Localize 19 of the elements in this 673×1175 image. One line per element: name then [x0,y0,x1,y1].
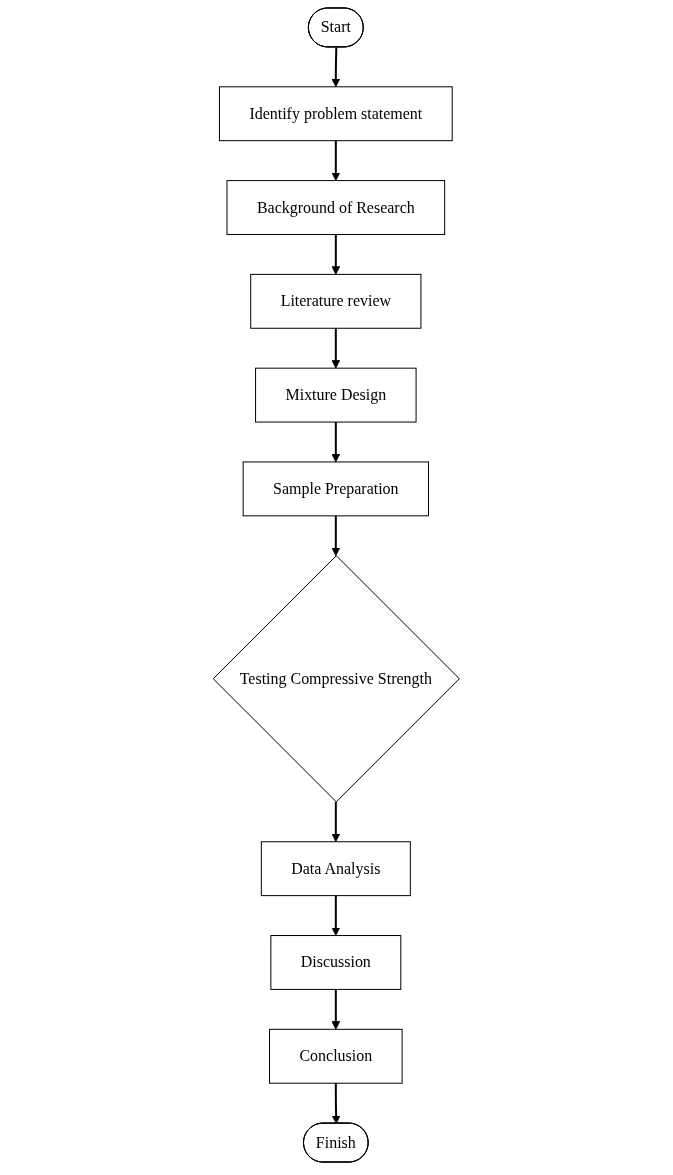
node-box: Sample Preparation [242,461,430,517]
node-box: Data Analysis [261,841,411,897]
node-box: Mixture Design [255,367,417,423]
arrow [331,800,341,843]
arrow [331,1082,341,1124]
node-box: Literature review [250,273,422,329]
arrow [331,139,341,181]
node-box: Conclusion [269,1028,403,1084]
node-box: Identify problem statement [219,86,453,142]
arrow [331,894,341,936]
arrow [331,327,341,369]
arrow [331,514,341,557]
arrow [331,233,341,275]
arrow [331,988,341,1030]
node-diamond: Testing Compressive Strength [212,555,461,803]
arrow [331,421,341,463]
arrow [331,46,341,88]
node-box: Background of Research [226,180,446,235]
node-box: Discussion [270,935,402,990]
